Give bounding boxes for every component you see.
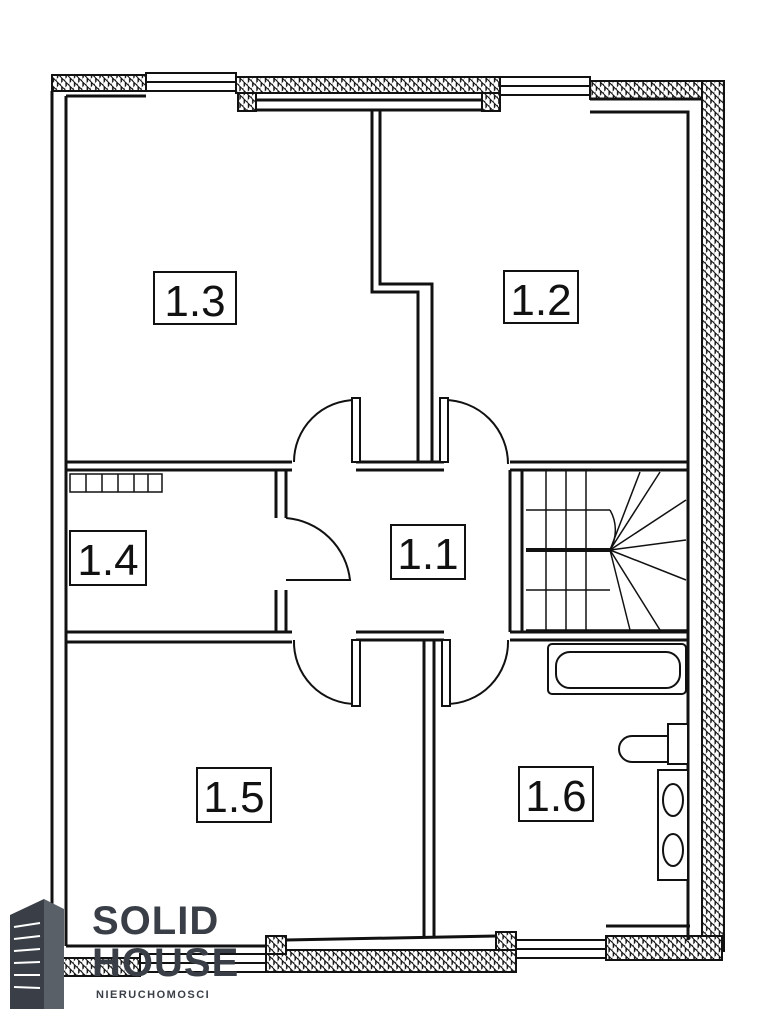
room-label-1-1: 1.1 bbox=[390, 524, 466, 580]
wall-bottom-middle bbox=[265, 949, 517, 973]
building-icon bbox=[10, 899, 64, 1009]
door-swing-1-2 bbox=[443, 399, 509, 465]
pillar-bottom-left bbox=[265, 935, 287, 955]
staircase bbox=[526, 470, 688, 631]
pillar-top-left bbox=[237, 92, 257, 112]
door-swing-1-5 bbox=[292, 639, 357, 705]
room-label-1-2: 1.2 bbox=[503, 270, 579, 325]
solid-house-logo: SOLID HOUSE NIERUCHOMOSCI bbox=[4, 893, 244, 1013]
wall-top-left bbox=[51, 74, 147, 92]
closet-shelves bbox=[69, 473, 163, 493]
interior-walls bbox=[66, 110, 688, 936]
windows bbox=[139, 72, 607, 973]
wall-bottom-right bbox=[605, 935, 723, 961]
room-label-1-6: 1.6 bbox=[518, 766, 594, 822]
door-swings bbox=[285, 397, 510, 707]
room-label-1-3: 1.3 bbox=[153, 271, 237, 326]
pillar-bottom-right bbox=[495, 931, 517, 951]
door-swing-1-6 bbox=[445, 639, 510, 705]
door-swing-1-4 bbox=[285, 517, 352, 581]
room-label-1-5: 1.5 bbox=[196, 767, 272, 823]
wall-top-right bbox=[589, 80, 717, 100]
outer-wall-lines bbox=[50, 91, 702, 958]
room-label-1-4: 1.4 bbox=[69, 530, 147, 586]
pillar-top-right bbox=[481, 92, 501, 112]
outer-walls bbox=[49, 74, 725, 977]
wall-top-middle bbox=[235, 76, 501, 94]
wall-right bbox=[701, 80, 725, 952]
bathroom-fixtures bbox=[547, 643, 689, 881]
door-swing-1-3 bbox=[293, 399, 357, 463]
toilet bbox=[618, 735, 669, 763]
logo-line-1: SOLID bbox=[92, 899, 220, 943]
logo-tagline: NIERUCHOMOSCI bbox=[96, 989, 211, 1001]
logo-line-2: HOUSE bbox=[92, 941, 240, 985]
